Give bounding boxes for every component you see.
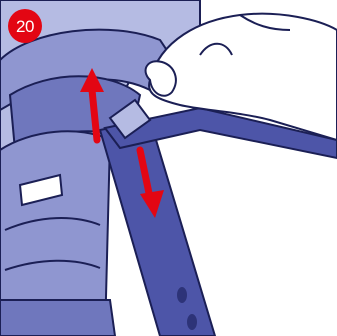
strap-hole-2 [187, 314, 197, 330]
strap-hole-1 [177, 287, 187, 303]
step-number-badge: 20 [8, 9, 42, 43]
harness-strap-vertical [100, 120, 215, 336]
seat-base [0, 300, 115, 336]
